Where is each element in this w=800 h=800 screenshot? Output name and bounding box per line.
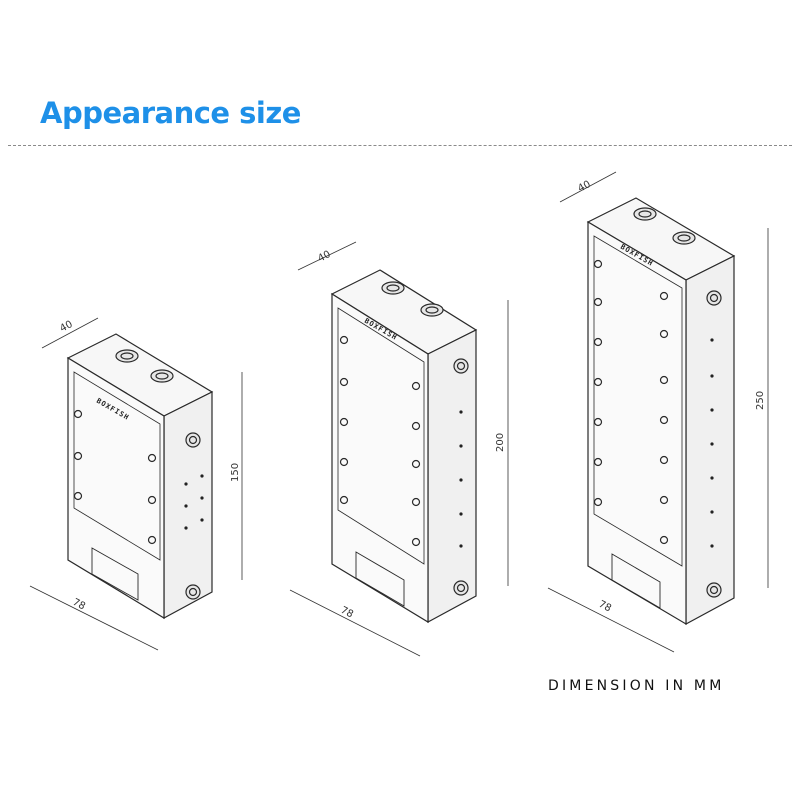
header-divider bbox=[8, 145, 792, 146]
page-title: Appearance size bbox=[40, 96, 301, 130]
width-label-150: 78 bbox=[71, 597, 87, 613]
reservoir-250 bbox=[586, 197, 736, 626]
height-label-200: 200 bbox=[495, 433, 506, 452]
height-label-250: 250 bbox=[755, 391, 766, 410]
width-label-250: 78 bbox=[597, 599, 613, 615]
height-label-150: 150 bbox=[230, 463, 241, 482]
depth-label-150: 40 bbox=[58, 319, 74, 335]
dimension-lines-200 bbox=[289, 241, 509, 657]
dimension-unit-note: DIMENSION IN MM bbox=[548, 678, 725, 694]
dimension-lines-150 bbox=[29, 317, 243, 651]
width-label-200: 78 bbox=[339, 605, 355, 621]
depth-label-250: 40 bbox=[576, 179, 592, 195]
reservoir-150 bbox=[66, 333, 214, 620]
dimension-lines-250 bbox=[547, 171, 769, 653]
depth-label-200: 40 bbox=[316, 249, 332, 265]
reservoir-200 bbox=[330, 269, 478, 624]
